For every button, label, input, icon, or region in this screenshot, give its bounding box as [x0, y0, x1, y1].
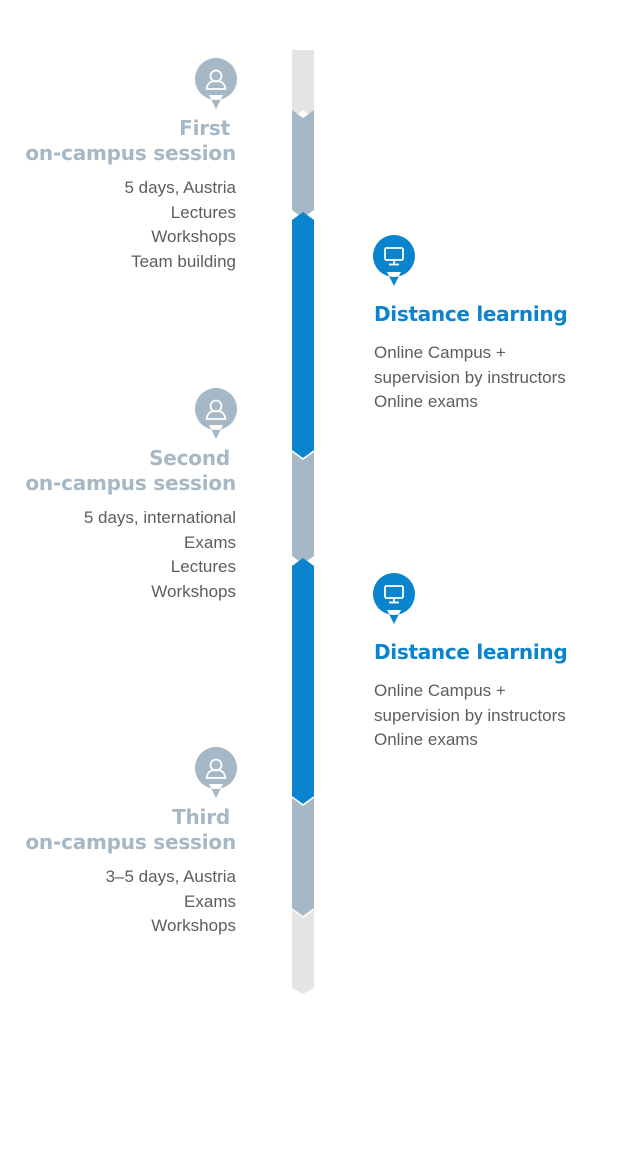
- session-detail: Workshops: [151, 227, 236, 246]
- timeline-segment-session-2: [292, 452, 314, 564]
- monitor-icon: [372, 573, 415, 624]
- session-details: 5 days, international Exams Lectures Wor…: [6, 506, 236, 604]
- session-title: First on-campus session: [6, 116, 236, 166]
- timeline-segment-distance-2: [292, 558, 314, 804]
- distance-detail: Online Campus +: [374, 343, 506, 362]
- session-title-line2: on-campus session: [25, 471, 236, 495]
- session-detail: Team building: [131, 251, 236, 271]
- session-3-pin: [194, 746, 238, 802]
- session-detail: Exams: [184, 532, 236, 552]
- distance-details: Online Campus + supervision by instructo…: [374, 341, 614, 415]
- distance-detail: Online exams: [374, 730, 478, 749]
- session-title-line2: on-campus session: [25, 830, 236, 854]
- session-title: Third on-campus session: [6, 805, 236, 855]
- session-detail: Lectures: [170, 202, 236, 222]
- session-detail: 5 days, international: [83, 508, 236, 527]
- session-detail: 3–5 days, Austria: [105, 867, 236, 886]
- session-title: Second on-campus session: [6, 446, 236, 496]
- timeline-segment-session-3: [292, 798, 314, 916]
- session-detail: 5 days, Austria: [124, 178, 236, 197]
- session-2-pin: [194, 387, 238, 443]
- distance-title: Distance learning: [374, 640, 568, 664]
- distance-title: Distance learning: [374, 302, 568, 326]
- session-detail: Workshops: [151, 916, 236, 935]
- distance-detail: supervision by instructors: [374, 705, 566, 725]
- session-title-line1: Second: [149, 446, 230, 470]
- session-title-line1: First: [179, 116, 230, 140]
- person-icon: [194, 58, 237, 109]
- monitor-icon: [372, 235, 415, 286]
- timeline-segment-start: [292, 50, 314, 118]
- distance-1-pin: [372, 234, 416, 290]
- distance-detail: Online Campus +: [374, 681, 506, 700]
- distance-details: Online Campus + supervision by instructo…: [374, 679, 614, 753]
- session-details: 3–5 days, Austria Exams Workshops: [6, 865, 236, 939]
- session-detail: Exams: [184, 891, 236, 911]
- timeline-segment-session-1: [292, 110, 314, 218]
- session-1: First on-campus session 5 days, Austria …: [6, 116, 236, 274]
- distance-2-pin: [372, 572, 416, 628]
- session-1-pin: [194, 57, 238, 113]
- distance-detail: Online exams: [374, 392, 478, 411]
- person-icon: [194, 388, 237, 439]
- timeline-segment-distance-1: [292, 212, 314, 458]
- distance-learning-1: Distance learning Online Campus + superv…: [374, 301, 614, 415]
- distance-detail: supervision by instructors: [374, 367, 566, 387]
- session-title-line1: Third: [172, 805, 230, 829]
- session-details: 5 days, Austria Lectures Workshops Team …: [6, 176, 236, 274]
- session-3: Third on-campus session 3–5 days, Austri…: [6, 805, 236, 939]
- timeline-segment-end: [292, 910, 314, 994]
- session-detail: Lectures: [170, 557, 236, 576]
- session-title-line2: on-campus session: [25, 141, 236, 165]
- person-icon: [194, 747, 237, 798]
- session-2: Second on-campus session 5 days, interna…: [6, 446, 236, 604]
- session-detail: Workshops: [151, 581, 236, 601]
- distance-learning-2: Distance learning Online Campus + superv…: [374, 639, 614, 753]
